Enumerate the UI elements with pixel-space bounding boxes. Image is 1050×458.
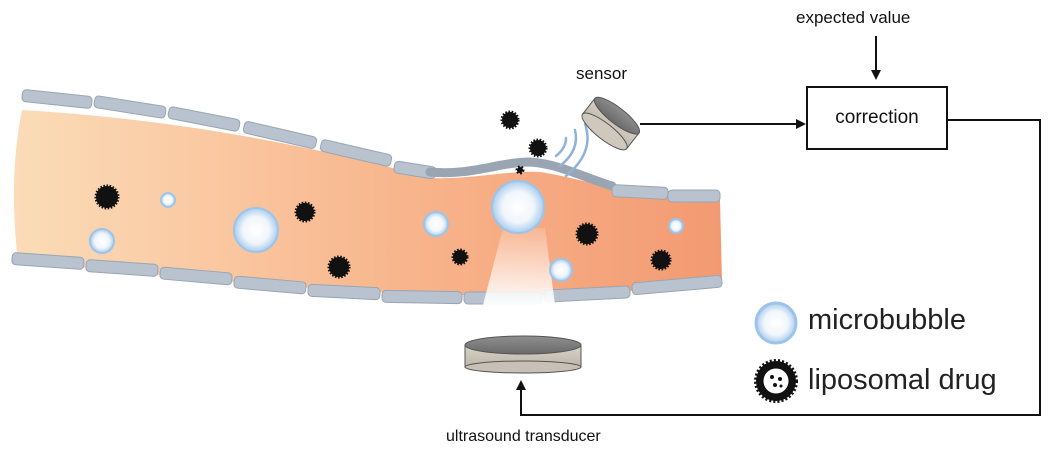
lower-vessel-wall xyxy=(11,252,723,305)
correction-label: correction xyxy=(835,107,919,128)
liposomal-drug-particles xyxy=(94,110,672,279)
legend-microbubble-icon xyxy=(754,301,798,345)
legend-liposomal-drug-icon xyxy=(754,359,798,403)
sound-wave-icon xyxy=(554,122,589,178)
microbubbles xyxy=(89,180,684,282)
sensor-label: sensor xyxy=(576,64,628,83)
correction-to-transducer-loop xyxy=(516,119,1041,416)
upper-vessel-wall xyxy=(21,89,721,203)
ultrasound-beam xyxy=(483,228,555,305)
ultrasound-transducer-label: ultrasound transducer xyxy=(446,428,601,445)
legend-microbubble-label: microbubble xyxy=(808,304,966,336)
expected-value-label: expected value xyxy=(796,8,911,27)
ultrasound-transducer-icon xyxy=(464,335,582,374)
sensor-icon xyxy=(581,96,641,151)
legend-liposomal-drug-label: liposomal drug xyxy=(808,364,997,396)
feedback-lines xyxy=(516,36,1041,416)
correction-box: correction xyxy=(806,86,948,150)
